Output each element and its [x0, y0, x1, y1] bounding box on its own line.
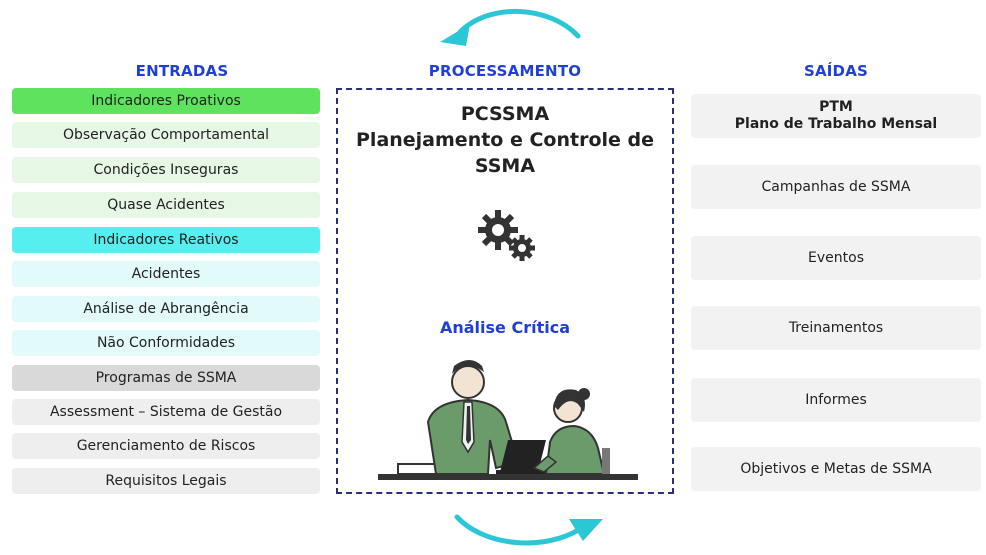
- saida-ptm: PTM Plano de Trabalho Mensal: [691, 94, 981, 138]
- saida-campanhas: Campanhas de SSMA: [691, 165, 981, 209]
- entrada-acidentes: Acidentes: [12, 261, 320, 287]
- saida-informes: Informes: [691, 378, 981, 422]
- processamento-box: PCSSMA Planejamento e Controle de SSMA A…: [336, 88, 674, 494]
- saida-ptm-title: PTM: [819, 99, 853, 115]
- saida-objetivos-metas: Objetivos e Metas de SSMA: [691, 447, 981, 491]
- gears-icon: [478, 210, 535, 261]
- processamento-title: PROCESSAMENTO: [428, 62, 582, 80]
- entrada-nao-conformidades: Não Conformidades: [12, 330, 320, 356]
- analise-critica-label: Análise Crítica: [439, 318, 570, 337]
- entradas-title: ENTRADAS: [135, 62, 229, 80]
- entrada-indicadores-proativos: Indicadores Proativos: [12, 88, 320, 114]
- entrada-observacao-comportamental: Observação Comportamental: [12, 122, 320, 148]
- entrada-condicoes-inseguras: Condições Inseguras: [12, 157, 320, 183]
- entrada-assessment: Assessment – Sistema de Gestão: [12, 399, 320, 425]
- saida-ptm-subtitle: Plano de Trabalho Mensal: [734, 116, 938, 132]
- cycle-arrow-bottom: [454, 514, 603, 546]
- cycle-arrow-top: [440, 9, 581, 46]
- saida-eventos: Eventos: [691, 236, 981, 280]
- entrada-gerenciamento-riscos: Gerenciamento de Riscos: [12, 433, 320, 459]
- saidas-title: SAÍDAS: [803, 62, 869, 80]
- entrada-quase-acidentes: Quase Acidentes: [12, 192, 320, 218]
- entrada-requisitos-legais: Requisitos Legais: [12, 468, 320, 494]
- people-at-laptop-illustration: [378, 360, 638, 480]
- entrada-indicadores-reativos: Indicadores Reativos: [12, 227, 320, 253]
- proc-title-line3: SSMA: [474, 155, 536, 177]
- proc-title-line1: PCSSMA: [460, 103, 550, 125]
- entrada-programas-ssma: Programas de SSMA: [12, 365, 320, 391]
- saida-treinamentos: Treinamentos: [691, 306, 981, 350]
- entrada-analise-abrangencia: Análise de Abrangência: [12, 296, 320, 322]
- proc-title-line2: Planejamento e Controle de: [356, 129, 654, 151]
